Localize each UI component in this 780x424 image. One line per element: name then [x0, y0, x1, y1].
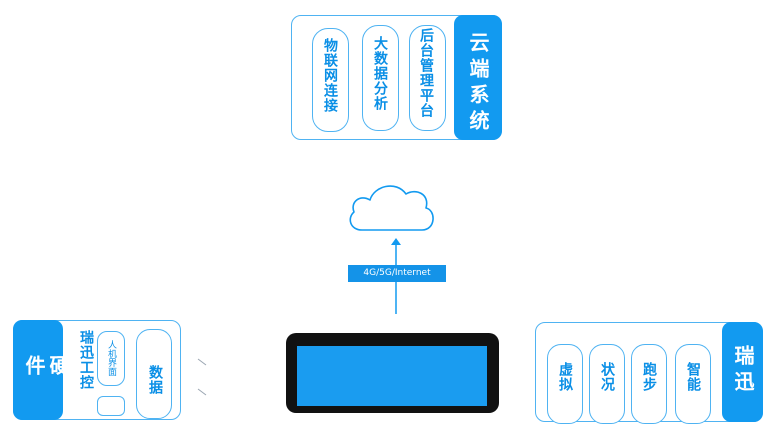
cloud-item-bigdata-label: 大数据分析 — [372, 36, 388, 111]
hardware-subitem-box — [97, 396, 125, 416]
right-item-smart-label: 智能 — [685, 362, 701, 392]
hardware-title: 硬件 — [22, 355, 70, 381]
hardware-subitem-hmi — [97, 331, 125, 386]
right-item-virtual-label: 虚拟 — [557, 362, 573, 392]
hardware-subitem-hmi-label: 人机界面 — [106, 340, 116, 376]
cloud-system-title: 云端系统 — [466, 32, 490, 136]
ruixun-title: 瑞迅 — [731, 345, 755, 397]
cloud-item-bigdata — [362, 25, 399, 131]
network-label: 4G/5G/Internet — [348, 265, 446, 282]
cloud-icon — [349, 185, 434, 231]
right-item-running-label: 跑步 — [641, 362, 657, 392]
cloud-item-iot-label: 物联网连接 — [322, 38, 338, 113]
cloud-item-backend — [409, 25, 446, 131]
display-screen — [297, 346, 487, 406]
hardware-item-data-label: 数据 — [147, 365, 163, 395]
connector-marks — [197, 358, 207, 396]
cloud-item-iot — [312, 28, 349, 132]
right-item-status-label: 状况 — [599, 362, 615, 392]
hardware-item-ruixun: 瑞迅工控 — [78, 330, 94, 390]
cloud-system-title-tab — [454, 15, 502, 140]
cloud-item-backend-label: 后台管理平台 — [418, 28, 434, 118]
